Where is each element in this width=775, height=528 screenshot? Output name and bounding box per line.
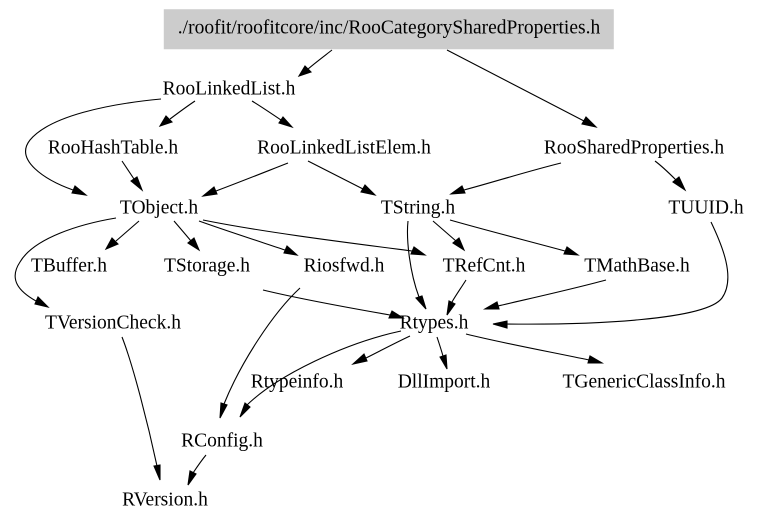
edge-tobject-to-trefcnt (202, 219, 413, 252)
node-roolinkedlistelem[interactable]: RooLinkedListElem.h (257, 138, 431, 158)
arrowhead (410, 246, 427, 256)
node-label: RooHashTable.h (47, 137, 179, 159)
node-trefcnt[interactable]: TRefCnt.h (443, 256, 526, 276)
arrowhead (187, 470, 197, 486)
arrowhead (283, 245, 299, 256)
arrowhead (201, 186, 218, 197)
node-riosfwd[interactable]: Riosfwd.h (304, 256, 385, 276)
node-label: TBuffer.h (30, 255, 108, 277)
arrowhead (581, 116, 598, 128)
node-tobject[interactable]: TObject.h (120, 198, 198, 218)
arrowhead (104, 237, 119, 251)
edge-root-to-roosharedproperties (446, 49, 585, 122)
node-tuuid[interactable]: TUUID.h (668, 198, 743, 218)
edge-tobject-to-tstorage (173, 220, 192, 242)
node-label: TStorage.h (163, 255, 251, 277)
node-label: Rtypes.h (399, 312, 469, 334)
edge-riosfwd-to-rconfig (223, 287, 301, 405)
arrowhead (34, 296, 50, 308)
node-roosharedproperties[interactable]: RooSharedProperties.h (544, 138, 724, 158)
arrowhead (360, 184, 377, 196)
arrowhead (415, 295, 427, 310)
node-roohashtable[interactable]: RooHashTable.h (48, 138, 178, 158)
edge-riosfwd-to-rtypes (262, 289, 391, 316)
node-label: DllImport.h (397, 371, 491, 393)
node-label: TGenericClassInfo.h (562, 371, 726, 393)
edge-roolinkedlist-to-roolinkedlistelem (251, 100, 282, 121)
arrowhead (452, 237, 466, 252)
edge-tobject-to-tversioncheck (14, 217, 117, 302)
edge-tobject-to-tbuffer (115, 220, 140, 242)
edge-tstring-to-tmathbase (449, 219, 566, 252)
edge-root-to-roolinkedlist (307, 49, 333, 70)
node-label: TObject.h (119, 197, 199, 219)
node-label: TMathBase.h (584, 255, 690, 277)
edge-roolinkedlist-to-tobject (25, 98, 162, 191)
node-tbuffer[interactable]: TBuffer.h (31, 256, 107, 276)
arrowhead (153, 464, 161, 481)
edge-roolinkedlist-to-roohashtable (169, 100, 196, 120)
arrowhead (446, 300, 456, 316)
edge-roosharedproperties-to-tuuid (654, 160, 677, 181)
edge-rtypes-to-tgenericclassinfo (465, 333, 590, 361)
arrowhead (219, 402, 228, 419)
arrowhead (388, 310, 405, 319)
arrowhead (187, 237, 201, 252)
edge-tuuid-to-rtypes (505, 221, 729, 325)
edge-tstring-to-trefcnt (432, 220, 457, 242)
arrowhead (351, 353, 368, 365)
node-tversioncheck[interactable]: TVersionCheck.h (45, 313, 181, 333)
arrowhead (492, 320, 508, 329)
node-dllimport[interactable]: DllImport.h (398, 372, 491, 392)
edge-roohashtable-to-tobject (121, 160, 135, 180)
node-label: TVersionCheck.h (45, 312, 181, 334)
arrowhead (130, 176, 144, 192)
node-label: Riosfwd.h (303, 255, 385, 277)
arrowhead (71, 185, 88, 196)
node-label: RooLinkedListElem.h (257, 137, 431, 159)
edge-tstring-to-rtypes (406, 220, 420, 298)
edge-tmathbase-to-rtypes (497, 279, 607, 307)
edge-rtypes-to-dllimport (436, 336, 444, 357)
node-tstring[interactable]: TString.h (381, 198, 455, 218)
arrowhead (278, 116, 294, 129)
node-rtypes[interactable]: Rtypes.h (400, 313, 469, 333)
node-label: RConfig.h (181, 430, 263, 452)
edge-roolinkedlistelem-to-tobject (215, 162, 289, 192)
arrowhead (439, 354, 448, 370)
node-roolinkedlist[interactable]: RooLinkedList.h (163, 79, 296, 99)
arrowhead (449, 185, 466, 195)
node-label: RooLinkedList.h (162, 78, 296, 100)
edge-tversioncheck-to-rversion (121, 336, 158, 467)
node-rtypeinfo[interactable]: Rtypeinfo.h (251, 372, 344, 392)
node-label: TString.h (380, 197, 456, 219)
node-root[interactable]: ./roofit/roofitcore/inc/RooCategoryShare… (163, 9, 615, 49)
edge-tobject-to-riosfwd (198, 220, 286, 251)
node-label: TUUID.h (668, 197, 744, 219)
node-rconfig[interactable]: RConfig.h (181, 431, 263, 451)
node-tgenericclassinfo[interactable]: TGenericClassInfo.h (563, 372, 726, 392)
node-label: RooSharedProperties.h (543, 137, 725, 159)
node-label: RVersion.h (122, 489, 208, 511)
arrowhead (672, 176, 687, 192)
edge-rconfig-to-rversion (192, 454, 207, 474)
arrowhead (587, 355, 605, 364)
node-tstorage[interactable]: TStorage.h (164, 256, 250, 276)
edge-trefcnt-to-rtypes (451, 279, 467, 303)
arrowhead (158, 115, 174, 127)
node-tmathbase[interactable]: TMathBase.h (584, 256, 690, 276)
arrowhead (297, 65, 313, 77)
edge-roosharedproperties-to-tstring (463, 162, 562, 191)
arrowhead (482, 301, 500, 310)
edge-roolinkedlistelem-to-tstring (307, 160, 364, 190)
node-label: ./roofit/roofitcore/inc/RooCategoryShare… (177, 17, 601, 39)
edge-rtypes-to-rtypeinfo (365, 335, 411, 359)
edge-rtypes-to-rconfig (246, 330, 402, 406)
arrowhead (563, 246, 580, 256)
arrowhead (239, 402, 251, 418)
node-rversion[interactable]: RVersion.h (122, 490, 208, 510)
node-label: Rtypeinfo.h (250, 371, 344, 393)
node-label: TRefCnt.h (442, 255, 526, 277)
